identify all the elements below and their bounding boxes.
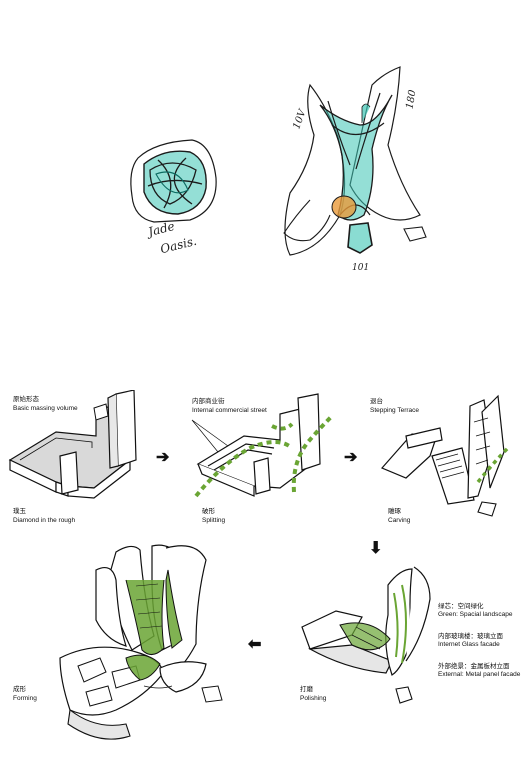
arrow-left-icon: ⬅ bbox=[248, 636, 262, 653]
step-label-cn: 成形 bbox=[13, 685, 26, 693]
massing-diagram-step5 bbox=[59, 544, 223, 740]
concept-sketch-right bbox=[283, 66, 427, 256]
step-label-cn: 破形 bbox=[202, 507, 215, 515]
step-label-en: Forming bbox=[13, 695, 37, 702]
step-label-cn: 退台 bbox=[370, 397, 383, 405]
annotation-label-en: External: Metal panel facade bbox=[438, 671, 521, 678]
step-label-en: Carving bbox=[388, 517, 411, 524]
annotation-label-cn: 内部玻璃楼：玻璃立面 bbox=[438, 632, 503, 640]
step-label-cn: 璞玉 bbox=[13, 507, 26, 515]
step-label-en: Basic massing volume bbox=[13, 405, 78, 412]
massing-diagram-step3 bbox=[380, 394, 510, 517]
dimension-label-bottom: 101 bbox=[352, 263, 370, 273]
annotation-label-cn: 绿芯：空间绿化 bbox=[438, 602, 484, 610]
annotation-label-en: Internet Glass facade bbox=[438, 641, 500, 648]
step-label-cn: 原始形态 bbox=[13, 395, 39, 403]
annotation-label-cn: 外部绝景：金属板材立面 bbox=[438, 662, 510, 670]
massing-diagram-step2 bbox=[191, 393, 334, 498]
annotation-label-en: Green: Spacial landscape bbox=[438, 611, 513, 618]
step-label-en: Stepping Terrace bbox=[370, 407, 420, 414]
step-label-cn: 雕琢 bbox=[388, 507, 401, 515]
arrow-right-icon: ➔ bbox=[156, 449, 170, 466]
arrow-down-icon: ⬇ bbox=[369, 540, 383, 557]
massing-diagram-step4 bbox=[301, 566, 431, 676]
step-label-en: Polishing bbox=[300, 695, 327, 702]
massing-diagram-step1 bbox=[8, 390, 137, 499]
step-label-cn: 内部商业街 bbox=[192, 397, 225, 405]
detached-block bbox=[395, 686, 413, 704]
step-label-en: Diamond in the rough bbox=[13, 517, 76, 524]
step-label-cn: 打磨 bbox=[300, 685, 313, 693]
concept-sketch-left bbox=[130, 139, 217, 223]
step-label-en: Splitting bbox=[202, 517, 226, 524]
arrow-right-icon: ➔ bbox=[344, 449, 358, 466]
step-label-en: Internal commercial street bbox=[192, 407, 267, 414]
